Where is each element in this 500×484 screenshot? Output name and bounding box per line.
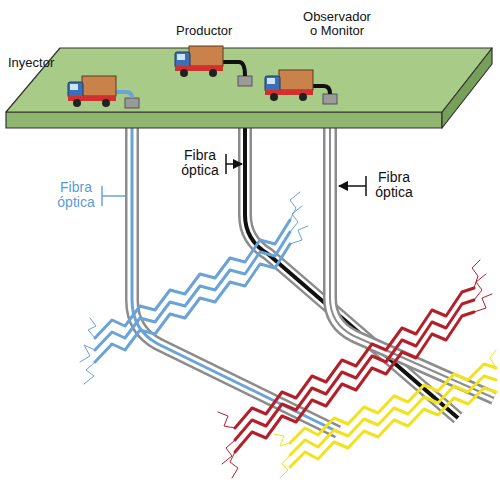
fiber-pointer — [339, 176, 366, 196]
truck — [265, 70, 313, 101]
pointer-arrow — [339, 185, 366, 187]
fracture-branch — [474, 294, 492, 312]
blue-fractures — [80, 192, 308, 384]
truck-wheel — [102, 99, 110, 107]
injection-hose — [116, 92, 132, 98]
fracture-branch — [290, 226, 308, 244]
truck-body — [279, 70, 313, 90]
truck — [175, 46, 223, 77]
well-label: Inyector — [8, 56, 54, 70]
fracture-branch — [474, 274, 486, 300]
truck-cab — [265, 76, 280, 92]
fracture-line — [290, 376, 496, 455]
fracture-branch — [490, 350, 496, 368]
fracture-branch — [84, 362, 95, 384]
fracture-line — [95, 232, 290, 350]
fracture-line — [290, 388, 496, 467]
yellow-fractures — [274, 350, 496, 478]
fracture-branch — [274, 434, 290, 446]
fiber-pointer — [102, 186, 125, 206]
well-label: Observador o Monitor — [300, 10, 374, 39]
truck-wheel — [209, 69, 217, 77]
truck-body — [82, 76, 116, 96]
wellhead — [238, 76, 252, 86]
fracture-branch — [88, 318, 96, 338]
surface-platform — [6, 48, 492, 128]
pointer-line — [102, 195, 125, 197]
truck — [68, 76, 116, 107]
hose — [313, 86, 330, 94]
well-label: Productor — [176, 24, 232, 38]
fracture-branch — [290, 206, 302, 232]
fracture-branch — [280, 455, 290, 478]
fiber-label: Fibra óptica — [370, 170, 418, 201]
fracture-branch — [230, 452, 238, 478]
fiber-label: Fibra óptica — [52, 180, 100, 211]
truck-body — [189, 46, 223, 66]
truck-wheel — [180, 69, 188, 77]
truck-window — [267, 78, 275, 84]
platform-front — [6, 112, 442, 128]
hoses — [116, 62, 330, 98]
fracture-line — [95, 220, 290, 338]
fracture-branch — [472, 260, 480, 288]
fiber-label: Fibra óptica — [176, 148, 224, 179]
fracture-branch — [80, 345, 95, 362]
truck-wheel — [299, 93, 307, 101]
fiber-pointer — [226, 154, 242, 174]
platform-top — [6, 48, 492, 112]
wellhead — [323, 94, 337, 104]
truck-cab — [68, 82, 83, 98]
truck-wheel — [270, 93, 278, 101]
hose — [223, 62, 245, 76]
wellhead — [125, 98, 139, 108]
fracture-line — [235, 288, 474, 428]
truck-window — [177, 54, 185, 60]
red-fractures — [218, 260, 492, 478]
truck-cab — [175, 52, 190, 68]
fracture-branch — [222, 440, 235, 464]
fracture-branch — [218, 412, 235, 428]
truck-wheel — [73, 99, 81, 107]
pointer-arrow — [226, 163, 242, 165]
fracture-line — [95, 244, 290, 362]
truck-window — [70, 84, 78, 90]
fracture-branch — [290, 192, 300, 220]
